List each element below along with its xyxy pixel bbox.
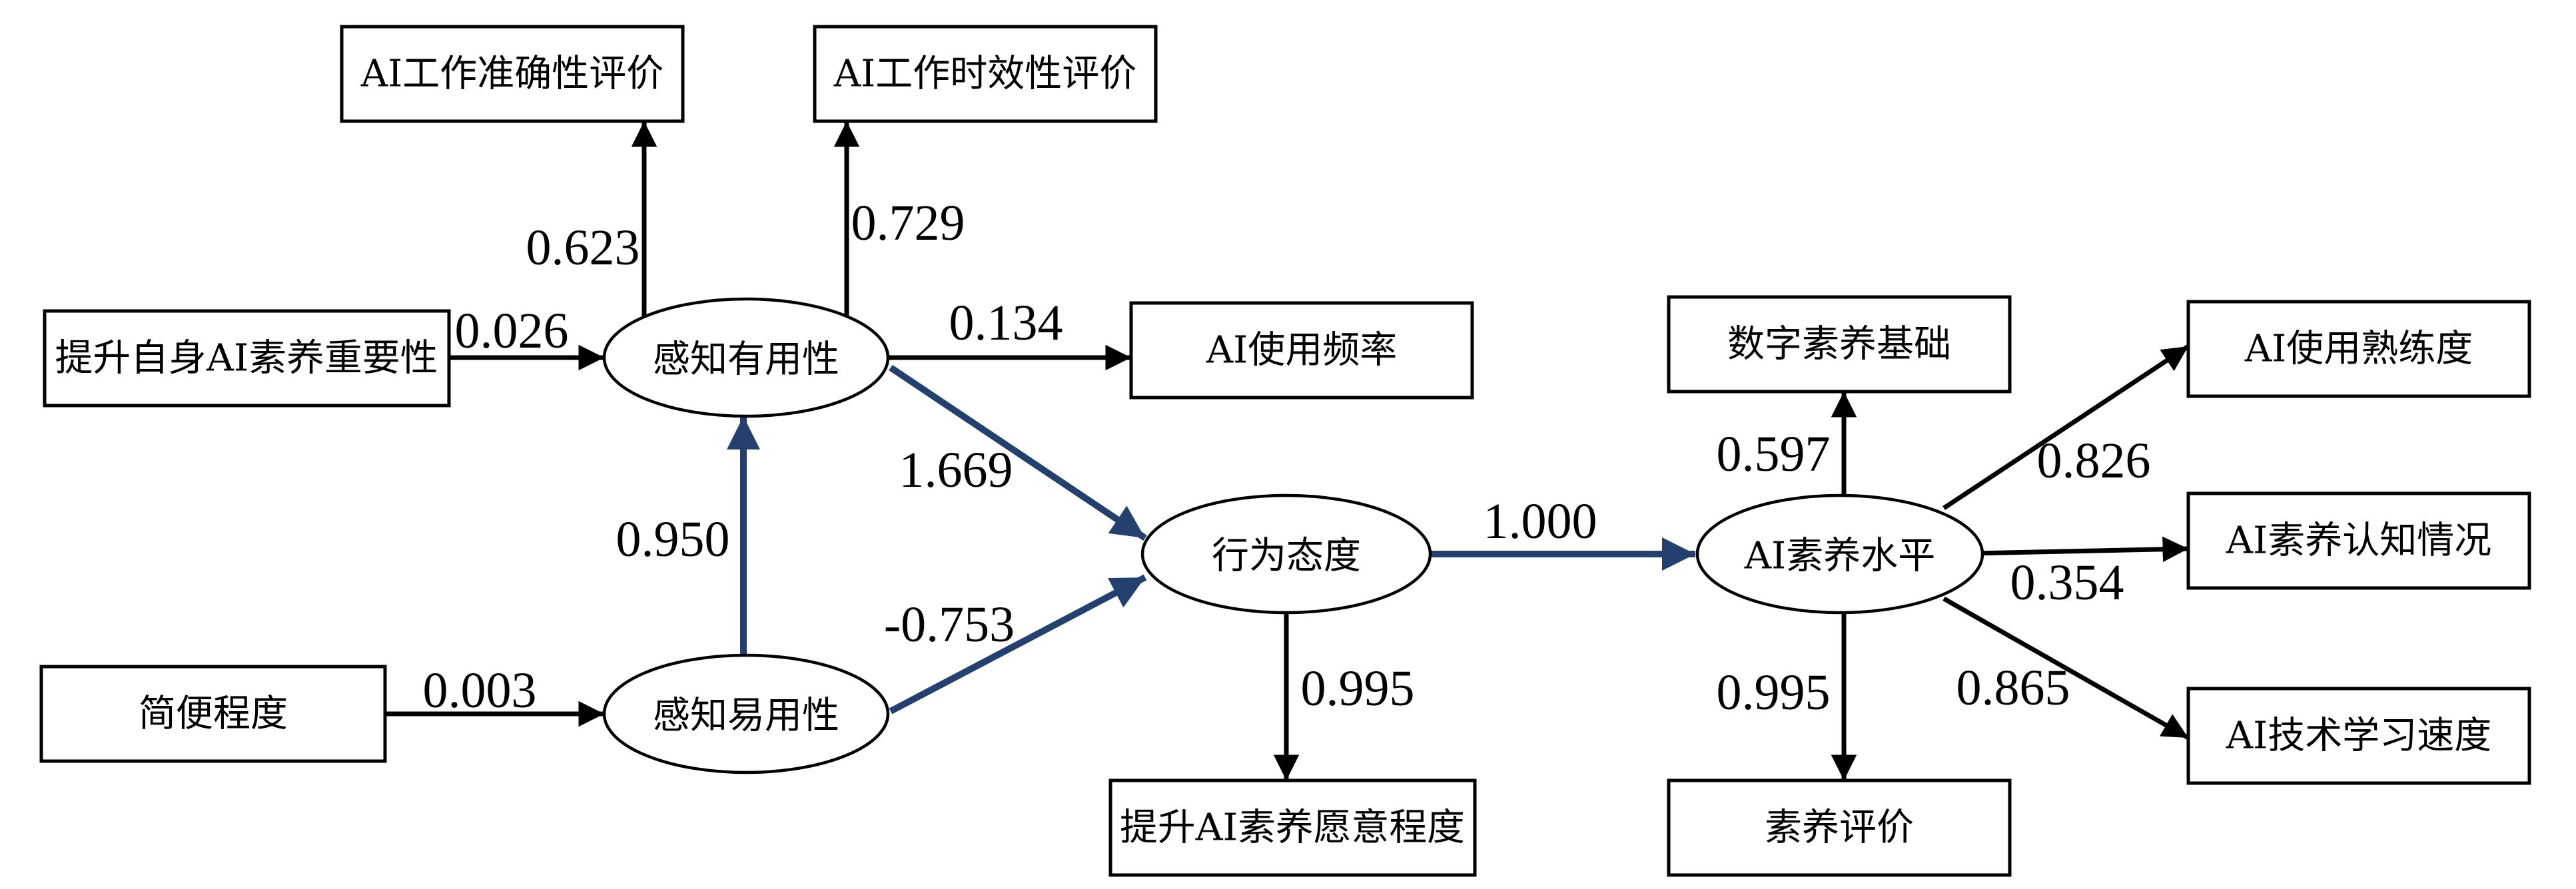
node-ai-accuracy-label: AI工作准确性评价: [360, 53, 664, 96]
coef-ease-to-attitude: -0.753: [884, 597, 1015, 653]
node-importance-label: 提升自身AI素养重要性: [55, 337, 438, 380]
node-attitude-label: 行为态度: [1212, 535, 1361, 578]
latent-variables: 感知有用性 感知易用性 行为态度 AI素养水平: [602, 297, 1984, 774]
node-learning-speed: AI技术学习速度: [2186, 687, 2531, 785]
node-attitude: 行为态度: [1140, 493, 1432, 615]
coef-literacy-to-proficiency: 0.826: [2037, 433, 2151, 489]
node-willingness: 提升AI素养愿意程度: [1108, 778, 1477, 877]
coef-attitude-to-literacy: 1.000: [1484, 493, 1597, 549]
edge-literacy-to-proficiency: [1942, 344, 2190, 510]
coef-literacy-to-cognition: 0.354: [2010, 555, 2124, 611]
coef-convenience-to-ease: 0.003: [423, 663, 537, 719]
coef-ease-to-usefulness: 0.950: [616, 511, 730, 567]
node-usefulness-label: 感知有用性: [653, 338, 839, 382]
node-ai-accuracy: AI工作准确性评价: [340, 25, 685, 123]
coef-literacy-to-learning: 0.865: [1956, 660, 2070, 716]
path-coefficients: 0.623 0.729 0.026 0.134 0.950 1.669 0.00…: [423, 195, 2151, 721]
node-proficiency-label: AI使用熟练度: [2244, 328, 2473, 371]
node-usefulness: 感知有用性: [602, 297, 890, 418]
coef-usefulness-to-attitude: 1.669: [899, 442, 1013, 498]
coef-importance-to-usefulness: 0.026: [455, 303, 569, 359]
node-willingness-label: 提升AI素养愿意程度: [1120, 806, 1465, 850]
coef-usefulness-to-frequency: 0.134: [949, 295, 1063, 351]
node-evaluation-label: 素养评价: [1765, 806, 1914, 850]
node-ai-timeliness-label: AI工作时效性评价: [833, 53, 1137, 96]
node-cognition-label: AI素养认知情况: [2226, 519, 2492, 563]
node-ease-label: 感知易用性: [653, 695, 839, 738]
node-convenience: 简便程度: [39, 665, 387, 763]
node-ai-frequency: AI使用频率: [1129, 301, 1474, 400]
node-evaluation: 素养评价: [1667, 778, 2012, 877]
coef-literacy-to-evaluation: 0.995: [1717, 665, 1831, 721]
node-ai-timeliness: AI工作时效性评价: [813, 25, 1158, 123]
node-digital-basis: 数字素养基础: [1667, 295, 2012, 394]
edge-usefulness-to-attitude: [889, 364, 1147, 541]
node-literacy-label: AI素养水平: [1744, 535, 1936, 578]
coef-literacy-to-digital: 0.597: [1717, 426, 1831, 482]
edge-ease-to-attitude: [889, 574, 1147, 715]
node-convenience-label: 简便程度: [139, 693, 288, 736]
observed-variables: AI工作准确性评价 AI工作时效性评价 提升自身AI素养重要性 AI使用频率 简…: [39, 25, 2531, 877]
node-ease: 感知易用性: [602, 653, 890, 774]
edges: [385, 121, 2190, 780]
edge-literacy-to-learning: [1942, 596, 2190, 741]
node-proficiency: AI使用熟练度: [2186, 300, 2531, 398]
node-digital-basis-label: 数字素养基础: [1727, 323, 1951, 366]
node-literacy: AI素养水平: [1695, 493, 1984, 615]
coef-attitude-to-willingness: 0.995: [1301, 661, 1415, 717]
node-ai-frequency-label: AI使用频率: [1206, 329, 1398, 372]
coef-usefulness-to-accuracy: 0.623: [526, 220, 640, 276]
coef-usefulness-to-timeliness: 0.729: [851, 195, 965, 251]
node-importance: 提升自身AI素养重要性: [43, 309, 451, 408]
node-cognition: AI素养认知情况: [2186, 491, 2531, 590]
node-learning-speed-label: AI技术学习速度: [2226, 715, 2492, 758]
